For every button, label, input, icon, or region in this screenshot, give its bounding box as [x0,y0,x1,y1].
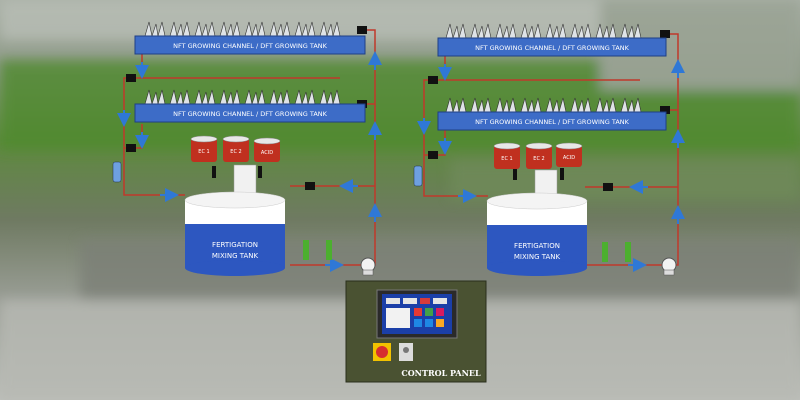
lower-growing-channel-left [134,103,366,123]
drum-ec2-left: EC 2 [222,135,250,162]
upper-growing-channel-right [437,37,667,57]
lower-growing-channel-right [437,111,667,131]
dosing-pipe-right [534,169,558,197]
drum-label: EC 1 [198,149,209,155]
flow-arrows-right [417,59,685,272]
drum-label: EC 2 [230,149,241,155]
valves-right [428,30,670,191]
lower-channel-label-left: NFT GROWING CHANNEL / DFT GROWING TANK [173,110,328,118]
upper-channel-label-right: NFT GROWING CHANNEL / DFT GROWING TANK [475,44,630,52]
tank-label-line2: MIXING TANK [212,252,259,260]
sensor-2-left [326,240,332,260]
upper-growing-channel-left [134,35,366,55]
tank-label-line1: FERTIGATION [514,242,560,250]
plants-upper-right [445,23,642,40]
flow-arrows-left [117,51,382,272]
control-panel: CONTROL PANEL [345,280,487,383]
system-right: NFT GROWING CHANNEL / DFT GROWING TANK N… [413,23,685,276]
hmi-buttons [386,298,447,328]
power-switch [399,343,413,361]
drum-label: EC 2 [533,156,544,162]
plants-upper-left [144,21,341,38]
plants-lower-right [445,97,642,114]
system-left: NFT GROWING CHANNEL / DFT GROWING TANK N… [112,21,382,276]
pump-left [360,257,376,276]
pump-right [661,257,677,276]
mixing-tank-left: FERTIGATION MIXING TANK [184,191,286,276]
emergency-stop-button [373,343,391,361]
filter-left [112,161,122,183]
tank-label-line1: FERTIGATION [212,241,258,249]
drum-ec1-right: EC 1 [493,142,521,169]
tank-label-line2: MIXING TANK [514,253,561,261]
drum-acid-right: ACID [555,142,583,167]
upper-channel-label-left: NFT GROWING CHANNEL / DFT GROWING TANK [173,42,328,50]
drum-ec2-right: EC 2 [525,142,553,169]
drum-ec1-left: EC 1 [190,135,218,162]
drum-label: EC 1 [501,156,512,162]
plants-lower-left [144,89,341,106]
sensor-1-right [602,242,608,262]
drum-acid-left: ACID [253,137,281,162]
drum-label: ACID [563,155,575,161]
sensor-1-left [303,240,309,260]
sensor-2-right [625,242,631,262]
drum-label: ACID [261,150,273,156]
control-panel-label: CONTROL PANEL [401,368,481,378]
mixing-tank-right: FERTIGATION MIXING TANK [486,192,588,276]
filter-right [413,165,423,187]
lower-channel-label-right: NFT GROWING CHANNEL / DFT GROWING TANK [475,118,630,126]
dosing-pipe-left [233,164,257,196]
